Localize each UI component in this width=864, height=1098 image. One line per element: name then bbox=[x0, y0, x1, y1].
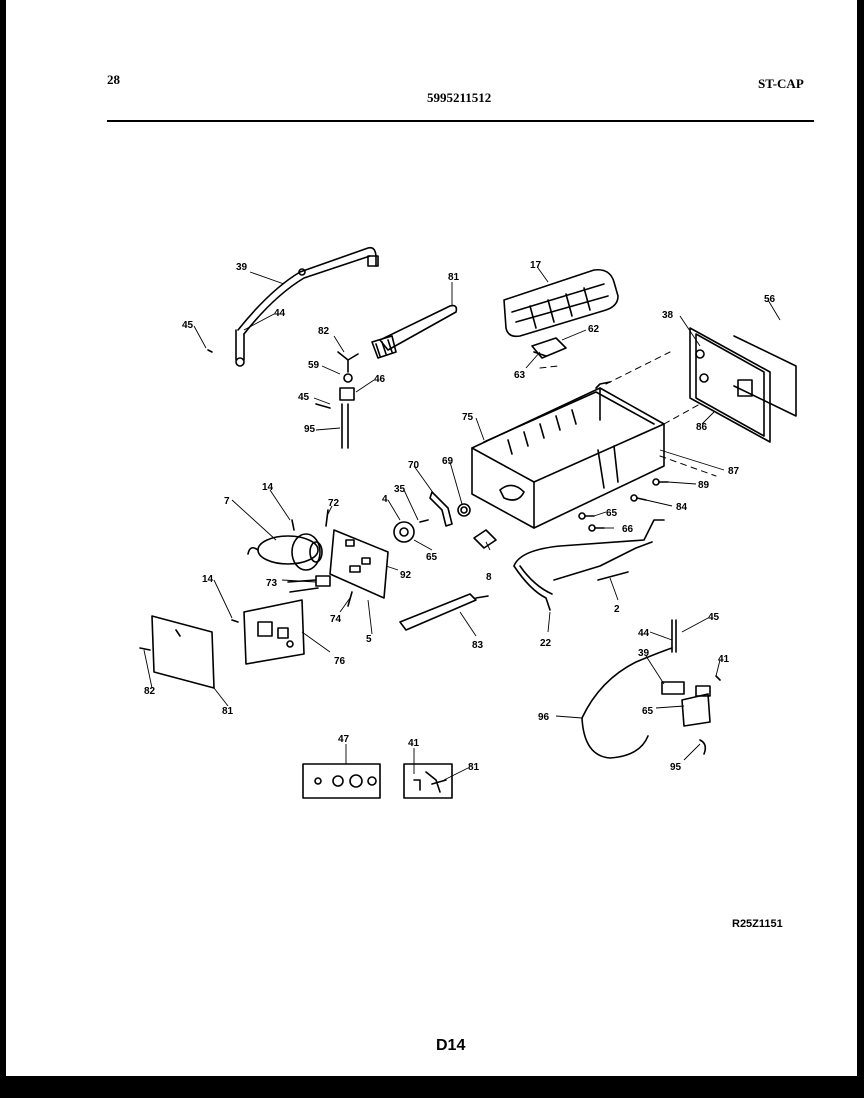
callout-label: 92 bbox=[400, 570, 412, 581]
callout-label: 66 bbox=[622, 524, 634, 535]
callout-label: 56 bbox=[764, 294, 776, 305]
callout-label: 82 bbox=[318, 326, 330, 337]
detail-box-41-81 bbox=[403, 763, 453, 799]
callout-label: 17 bbox=[530, 260, 542, 271]
callout-label: 81 bbox=[448, 272, 460, 283]
model-code: ST-CAP bbox=[758, 76, 804, 91]
callout-label: 75 bbox=[462, 412, 474, 423]
callout-label: 7 bbox=[224, 496, 230, 507]
callout-label: 39 bbox=[236, 262, 248, 273]
bail-arm-drawing bbox=[513, 519, 665, 611]
page-code: D14 bbox=[436, 1037, 466, 1054]
ice-tray-drawing bbox=[503, 268, 619, 338]
callout-label: 2 bbox=[614, 604, 620, 615]
control-board-drawing bbox=[325, 509, 389, 599]
callout-label: 86 bbox=[696, 422, 708, 433]
mounting-plate-drawing bbox=[689, 327, 797, 443]
callout-label: 82 bbox=[144, 686, 156, 697]
callout-label: 22 bbox=[540, 638, 552, 649]
callout-label: 89 bbox=[698, 480, 710, 491]
alignment-lines bbox=[539, 351, 717, 477]
callout-label: 87 bbox=[728, 466, 740, 477]
callout-label: 5 bbox=[366, 634, 372, 645]
callout-label: 73 bbox=[266, 578, 278, 589]
gears-drawing bbox=[393, 491, 497, 549]
callout-label: 45 bbox=[298, 392, 310, 403]
callout-label: 44 bbox=[274, 308, 286, 319]
page-edge-right bbox=[857, 0, 864, 1098]
callout-label: 63 bbox=[514, 370, 526, 381]
callout-label: 59 bbox=[308, 360, 320, 371]
header-rule bbox=[107, 120, 814, 122]
callout-label: 95 bbox=[670, 762, 682, 773]
callout-label: 65 bbox=[606, 508, 618, 519]
detail-box-47 bbox=[302, 763, 381, 799]
callout-label: 14 bbox=[262, 482, 274, 493]
linkage-drawing bbox=[207, 349, 359, 449]
reference-code: R25Z1151 bbox=[732, 918, 783, 930]
callout-label: 45 bbox=[182, 320, 194, 331]
callout-label: 81 bbox=[468, 762, 480, 773]
callout-label: 96 bbox=[538, 712, 550, 723]
callout-label: 83 bbox=[472, 640, 484, 651]
callout-label: 62 bbox=[588, 324, 600, 335]
callout-label: 39 bbox=[638, 648, 650, 659]
callout-label: 38 bbox=[662, 310, 674, 321]
callout-label: 41 bbox=[408, 738, 420, 749]
callout-label: 72 bbox=[328, 498, 340, 509]
motor-drawing bbox=[247, 519, 323, 571]
callout-label: 70 bbox=[408, 460, 420, 471]
callout-label: 4 bbox=[382, 494, 388, 505]
callout-label: 81 bbox=[222, 706, 234, 717]
part-number: 5995211512 bbox=[427, 90, 492, 105]
part-callouts: 39 44 45 81 82 59 46 45 95 17 62 63 38 5… bbox=[144, 260, 776, 773]
page-number: 28 bbox=[107, 72, 120, 87]
callout-label: 46 bbox=[374, 374, 386, 385]
shaft-drawing bbox=[371, 304, 458, 359]
callout-label: 95 bbox=[304, 424, 316, 435]
callout-label: 76 bbox=[334, 656, 346, 667]
callout-label: 65 bbox=[426, 552, 438, 563]
callout-label: 35 bbox=[394, 484, 406, 495]
wire-harness-drawing bbox=[399, 593, 489, 631]
callout-label: 47 bbox=[338, 734, 350, 745]
screws-drawing bbox=[578, 478, 669, 532]
callout-label: 14 bbox=[202, 574, 214, 585]
leader-lines bbox=[143, 267, 781, 781]
callout-label: 44 bbox=[638, 628, 650, 639]
callout-label: 84 bbox=[676, 502, 688, 513]
callout-label: 65 bbox=[642, 706, 654, 717]
water-valve-drawing bbox=[581, 619, 721, 759]
callout-label: 8 bbox=[486, 572, 492, 583]
front-cover-drawing bbox=[139, 615, 215, 689]
support-plate-drawing bbox=[231, 599, 305, 665]
callout-label: 41 bbox=[718, 654, 730, 665]
ejector-arm-drawing bbox=[235, 246, 379, 367]
housing-drawing bbox=[471, 381, 665, 529]
page-edge-left bbox=[0, 0, 6, 1098]
page-edge-bottom bbox=[0, 1076, 864, 1098]
callout-label: 74 bbox=[330, 614, 342, 625]
callout-label: 69 bbox=[442, 456, 454, 467]
callout-label: 45 bbox=[708, 612, 720, 623]
